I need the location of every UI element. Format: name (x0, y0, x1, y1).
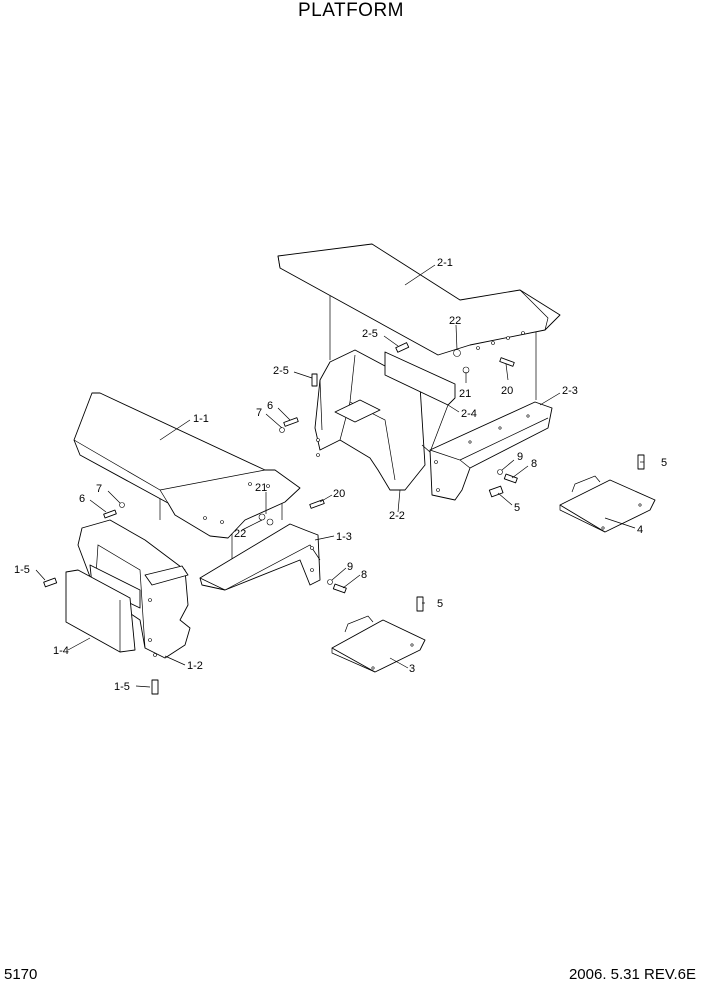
callout-6-top: 6 (267, 400, 273, 412)
callout-20-lower: 20 (333, 488, 345, 500)
callout-8-right: 8 (531, 458, 537, 470)
callout-1-5-bottom: 1-5 (114, 681, 130, 693)
part-2-2-bracket (314, 349, 426, 491)
callout-1-5-left: 1-5 (14, 564, 30, 576)
callout-5-right: 5 (661, 457, 667, 469)
leader-lines (35, 264, 644, 688)
callout-2-5-left: 2-5 (273, 365, 289, 377)
callout-22-lower: 22 (234, 528, 246, 540)
callout-22-top: 22 (449, 315, 461, 327)
callout-2-3: 2-3 (562, 385, 578, 397)
part-1-3-bracket (199, 523, 321, 591)
callout-7-top: 7 (256, 407, 262, 419)
part-1-1-lower-deck (73, 392, 301, 539)
callout-labels: 2-1 2-5 22 2-5 20 21 2-3 6 7 2-4 1-1 9 8… (14, 257, 667, 693)
part-3-step-plate (331, 615, 426, 673)
callout-2-2: 2-2 (389, 510, 405, 522)
part-2-1-upper-deck (277, 243, 561, 356)
part-4-step-plate (559, 475, 656, 533)
callout-2-4: 2-4 (461, 408, 477, 420)
callout-8-lower: 8 (361, 569, 367, 581)
callout-6-lower: 6 (79, 493, 85, 505)
callout-9-lower: 9 (347, 561, 353, 573)
callout-3: 3 (409, 663, 415, 675)
callout-20-top: 20 (501, 385, 513, 397)
callout-5-center: 5 (437, 598, 443, 610)
callout-1-1: 1-1 (193, 413, 209, 425)
revision-date: 2006. 5.31 REV.6E (568, 966, 696, 983)
callout-2-5-top: 2-5 (362, 328, 378, 340)
part-2-3-right-bracket (429, 401, 553, 501)
page-number: 5170 (4, 966, 38, 983)
callout-1-2: 1-2 (187, 660, 203, 672)
callout-4: 4 (637, 524, 643, 536)
callout-1-3: 1-3 (336, 531, 352, 543)
callout-21-lower: 21 (255, 482, 267, 494)
part-1-4-plate (65, 569, 136, 653)
callout-5-mid: 5 (514, 502, 520, 514)
page-title: PLATFORM (297, 0, 405, 21)
callout-9-right: 9 (517, 451, 523, 463)
callout-2-1: 2-1 (437, 257, 453, 269)
callout-1-4: 1-4 (53, 645, 69, 657)
callout-7-lower: 7 (96, 483, 102, 495)
callout-21-top: 21 (459, 388, 471, 400)
